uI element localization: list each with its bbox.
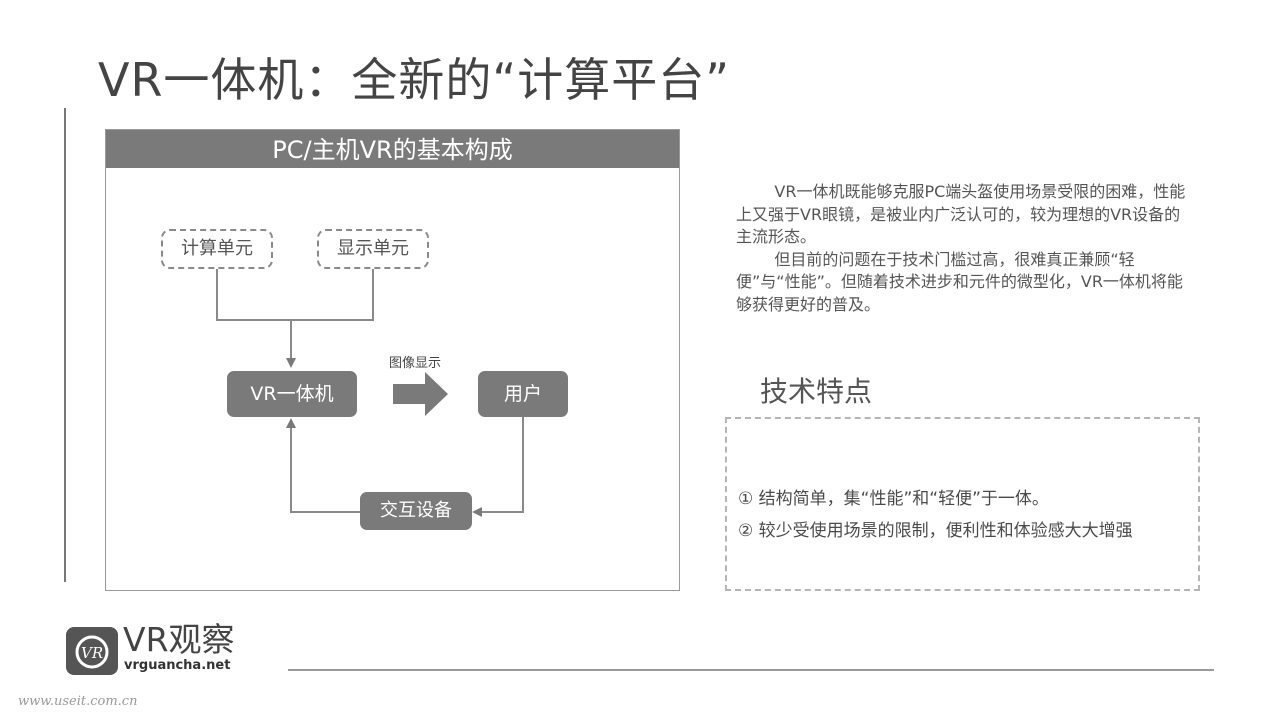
node-display-unit: 显示单元 [317,229,429,269]
arrow-label-image-display: 图像显示 [389,356,442,371]
node-compute-unit: 计算单元 [161,229,273,269]
connector-compute-display-merge [216,269,374,321]
feature-item: ① 结构简单，集“性能”和“轻便”于一体。 [738,489,1049,509]
diagram-frame [105,129,680,591]
logo-url: vrguancha.net [124,658,231,673]
footer-rule [288,669,1214,671]
connector-user-to-interaction [472,416,524,517]
description-paragraph: 但目前的问题在于技术门槛过高，很难真正兼顾“轻便”与“性能”。但随着技术进步和元… [736,249,1183,314]
features-title: 技术特点 [760,375,873,408]
description-text: VR一体机既能够克服PC端头盔使用场景受限的困难，性能上又强于VR眼镜，是被业内… [736,181,1196,316]
vr-logo-icon: VR [66,627,118,675]
feature-item: ② 较少受使用场景的限制，便利性和体验感大大增强 [738,521,1133,541]
connector-interaction-to-vr [286,418,360,513]
svg-text:VR: VR [81,644,103,662]
description-paragraph: VR一体机既能够克服PC端头盔使用场景受限的困难，性能上又强于VR眼镜，是被业内… [736,182,1186,246]
node-vr-headset: VR一体机 [227,371,357,417]
logo-name: VR观察 [123,620,235,659]
slide-title: VR一体机：全新的“计算平台” [98,53,731,107]
diagram-header: PC/主机VR的基本构成 [106,130,679,168]
node-user: 用户 [478,371,568,417]
watermark: www.useit.com.cn [18,694,138,709]
image-display-arrow [393,372,448,416]
node-interaction-device: 交互设备 [360,492,472,530]
left-vertical-rule [64,108,66,582]
features-box [725,417,1200,591]
